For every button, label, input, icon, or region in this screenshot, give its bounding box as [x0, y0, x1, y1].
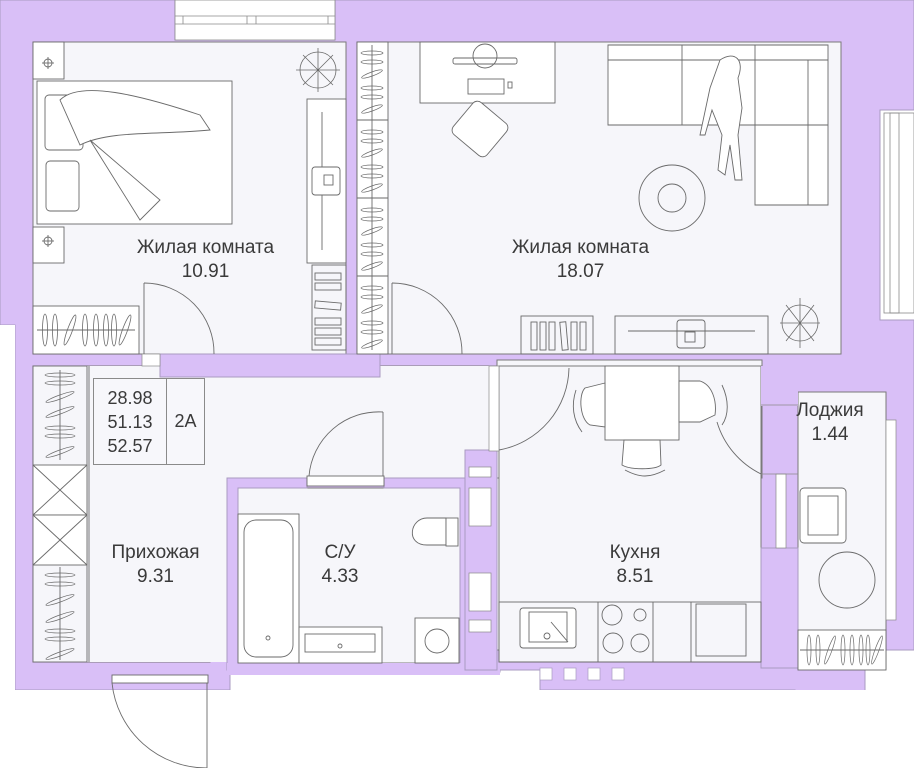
apartment-type: 2A	[174, 411, 197, 431]
room-area: 9.31	[137, 566, 174, 587]
apartment-info-box: 28.98 51.13 52.57 2A	[93, 378, 205, 465]
room-area: 8.51	[616, 566, 654, 587]
chair-icon	[621, 439, 662, 470]
office-chair-icon	[451, 100, 509, 158]
shelf-icon	[311, 264, 347, 351]
room-name: Лоджия	[796, 400, 864, 421]
monitor-icon	[452, 57, 518, 65]
total-area: 51.13	[107, 411, 153, 432]
room-name: Жилая комната	[136, 237, 275, 258]
bathroom-furniture	[237, 513, 460, 664]
cooktop-icon	[601, 604, 623, 626]
room-name: С/У	[324, 542, 356, 563]
window-top	[174, 0, 336, 41]
nightstand-icon	[32, 226, 65, 264]
bathroom-door	[306, 411, 385, 487]
room-label-loggia: Лоджия 1.44	[795, 399, 865, 447]
living-area: 28.98	[107, 387, 153, 408]
armchair-icon	[799, 487, 847, 544]
toilet-icon	[411, 517, 447, 546]
room-area: 4.33	[321, 566, 359, 587]
hangers	[360, 50, 384, 349]
kitchen-door	[498, 367, 570, 451]
living-room-door	[391, 282, 463, 355]
hangers	[44, 372, 76, 660]
room-label-living-room: Жилая комната 18.07	[493, 236, 668, 284]
room-area: 18.07	[556, 261, 605, 282]
dining-table-icon	[604, 365, 680, 441]
room-area: 10.91	[181, 261, 230, 282]
bedroom-furniture	[32, 41, 347, 355]
plant-icon	[296, 48, 340, 92]
room-label-bedroom: Жилая комната 10.91	[118, 236, 293, 284]
total-area-with-loggia: 52.57	[107, 435, 153, 456]
room-label-kitchen: Кухня 8.51	[590, 541, 680, 589]
person-icon	[699, 55, 743, 181]
room-name: Кухня	[609, 542, 661, 563]
room-name: Прихожая	[111, 542, 200, 563]
shelf-icon	[520, 315, 594, 355]
room-label-bathroom: С/У 4.33	[300, 541, 380, 589]
hangers	[806, 634, 883, 666]
room-area: 1.44	[811, 424, 849, 445]
oven-icon	[695, 603, 747, 657]
room-name: Жилая комната	[511, 237, 650, 258]
washing-machine-icon	[414, 617, 460, 664]
round-table-icon	[818, 551, 876, 609]
plant-icon	[780, 298, 820, 348]
living-room-furniture	[356, 41, 829, 355]
keyboard-icon	[467, 78, 505, 95]
chair-icon	[678, 380, 716, 423]
entrance-door	[111, 674, 209, 768]
apartment-areas: 28.98 51.13 52.57	[94, 379, 167, 464]
chair-icon	[580, 382, 606, 428]
tv-stand-icon	[614, 315, 769, 355]
kitchen-furniture	[498, 365, 762, 663]
loggia-door	[716, 421, 762, 475]
hallway-furniture	[32, 365, 90, 663]
room-label-hallway: Прихожая 9.31	[93, 541, 218, 589]
kitchen-window	[539, 667, 625, 681]
hangers	[42, 313, 132, 347]
rug-icon	[638, 164, 706, 232]
nightstand-icon	[32, 41, 65, 80]
bedroom-door	[143, 282, 215, 355]
counter-icon	[498, 601, 762, 663]
